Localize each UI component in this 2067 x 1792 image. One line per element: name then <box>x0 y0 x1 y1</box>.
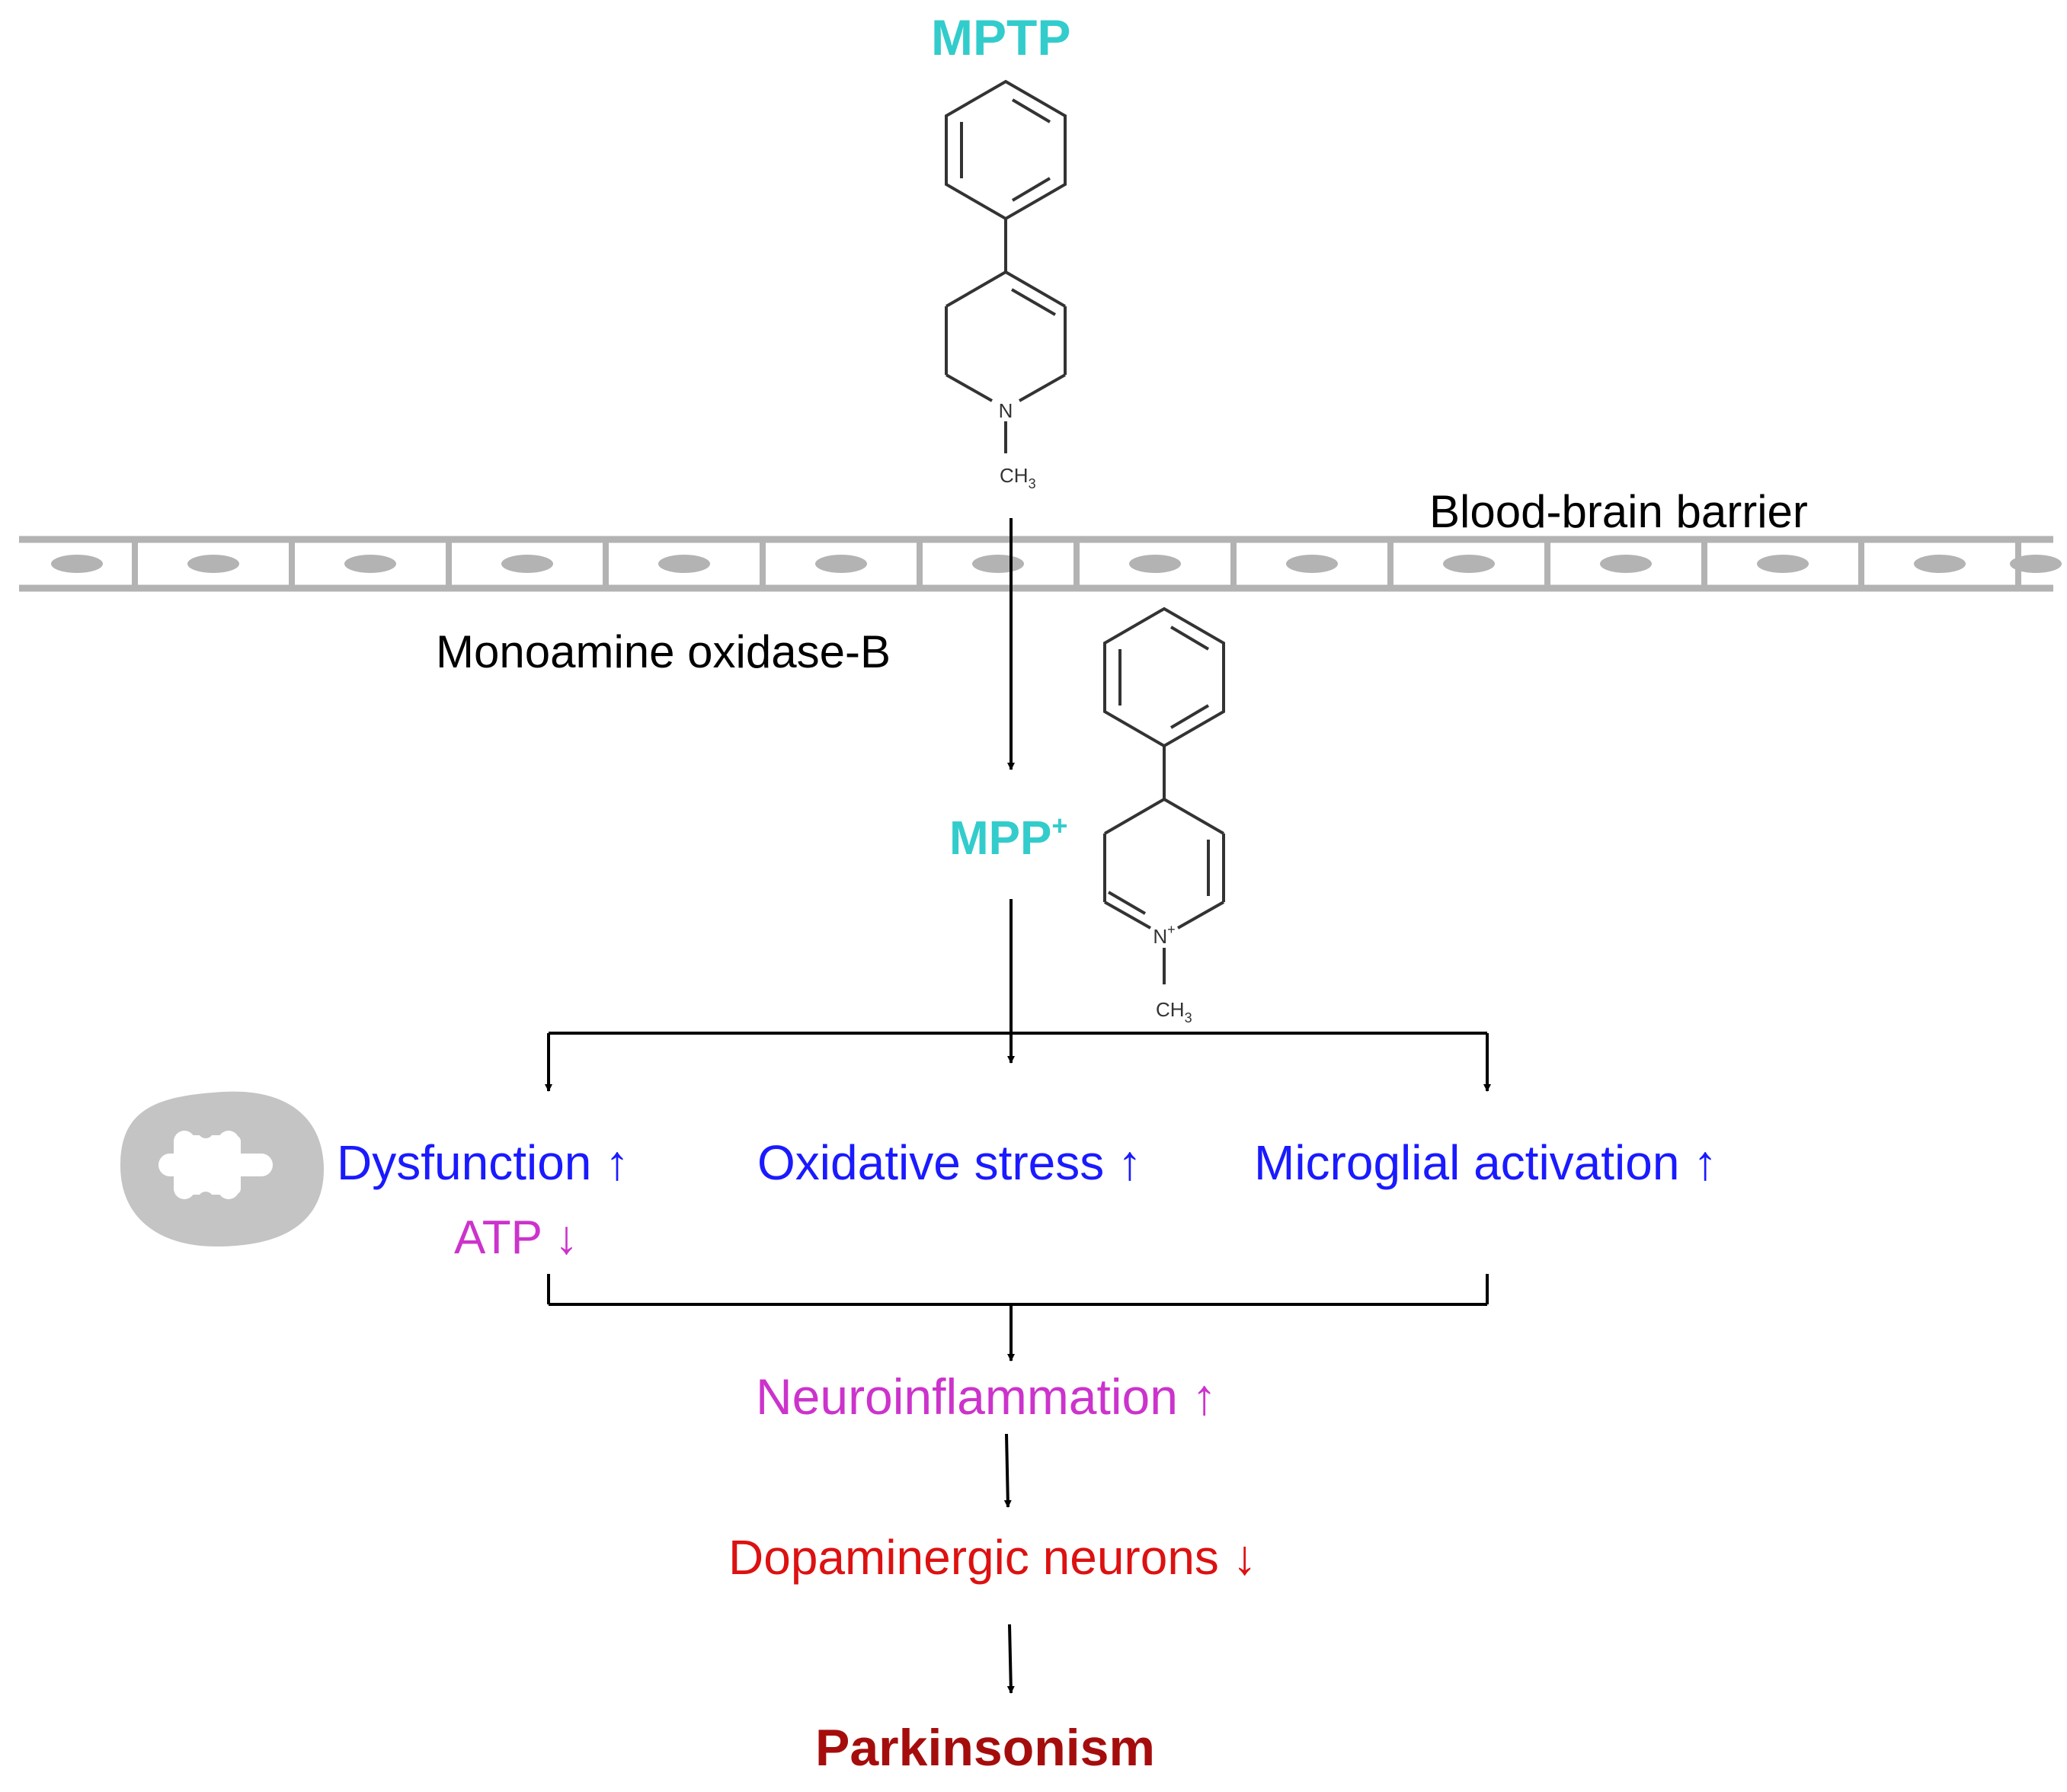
barrier-cell-nucleus <box>1286 555 1338 573</box>
mitochondrion-icon <box>120 1091 324 1246</box>
barrier-cell-nucleus <box>1914 555 1966 573</box>
microglial-text: Microglial activation <box>1254 1135 1680 1190</box>
mptp-nitrogen: N <box>999 399 1013 422</box>
barrier-cell-nucleus <box>1129 555 1181 573</box>
microglial-activation-label: Microglial activation ↑ <box>1254 1138 1717 1187</box>
atp-label: ATP ↓ <box>454 1214 578 1262</box>
neuroinflammation-text: Neuroinflammation <box>756 1368 1178 1425</box>
blood-brain-barrier <box>19 536 2062 592</box>
barrier-cell-nucleus <box>51 555 103 573</box>
mitochondrial-dysfunction-label: Dysfunction ↑ <box>337 1138 629 1187</box>
mpp-charge: + <box>1051 810 1068 841</box>
microglial-up-arrow-icon: ↑ <box>1693 1135 1718 1190</box>
barrier-cell-nucleus <box>658 555 710 573</box>
atp-text: ATP <box>454 1211 542 1264</box>
dopaminergic-text: Dopaminergic neurons <box>728 1530 1219 1585</box>
neurons-to-parkinsonism-arrow <box>1006 1624 1015 1694</box>
neuroinflammation-to-neurons-arrow <box>1003 1433 1012 1508</box>
dysfunction-up-arrow-icon: ↑ <box>605 1135 630 1190</box>
dopaminergic-neurons-label: Dopaminergic neurons ↓ <box>728 1533 1257 1582</box>
mptp-structure <box>945 79 1067 453</box>
dopaminergic-down-arrow-icon: ↓ <box>1232 1530 1257 1585</box>
barrier-cell-nucleus <box>344 555 396 573</box>
mpp-name: MPP <box>949 812 1052 865</box>
pathway-arrows <box>545 518 1491 1694</box>
parkinsonism-label: Parkinsonism <box>815 1719 1155 1777</box>
mpp-nitrogen: N+ <box>1153 922 1175 948</box>
neuroinflammation-label: Neuroinflammation ↑ <box>756 1371 1217 1422</box>
barrier-cells <box>51 538 2062 590</box>
barrier-cell-nucleus <box>2010 555 2062 573</box>
barrier-cell-nucleus <box>1443 555 1495 573</box>
mptp-label: MPTP <box>931 12 1070 62</box>
mptp-name: MPTP <box>931 9 1071 66</box>
mptp-methyl: CH3 <box>1000 464 1036 491</box>
barrier-cell-nucleus <box>187 555 239 573</box>
barrier-cell-nucleus <box>501 555 553 573</box>
oxidative-stress-label: Oxidative stress ↑ <box>757 1138 1142 1187</box>
monoamine-oxidase-b-label: Monoamine oxidase-B <box>436 626 891 677</box>
barrier-cell-nucleus <box>1757 555 1809 573</box>
barrier-cell-nucleus <box>815 555 867 573</box>
mpp-methyl: CH3 <box>1156 998 1192 1026</box>
dysfunction-text: Dysfunction <box>337 1135 592 1190</box>
oxidative-text: Oxidative stress <box>757 1135 1105 1190</box>
barrier-cell-nucleus <box>972 555 1024 573</box>
oxidative-up-arrow-icon: ↑ <box>1118 1135 1143 1190</box>
barrier-cell-nucleus <box>1600 555 1652 573</box>
neuroinflammation-up-arrow-icon: ↑ <box>1192 1368 1217 1425</box>
mpp-structure <box>1103 606 1225 984</box>
blood-brain-barrier-label: Blood-brain barrier <box>1429 486 1808 537</box>
atp-down-arrow-icon: ↓ <box>555 1211 579 1264</box>
mpp-label: MPP+ <box>949 812 1067 865</box>
